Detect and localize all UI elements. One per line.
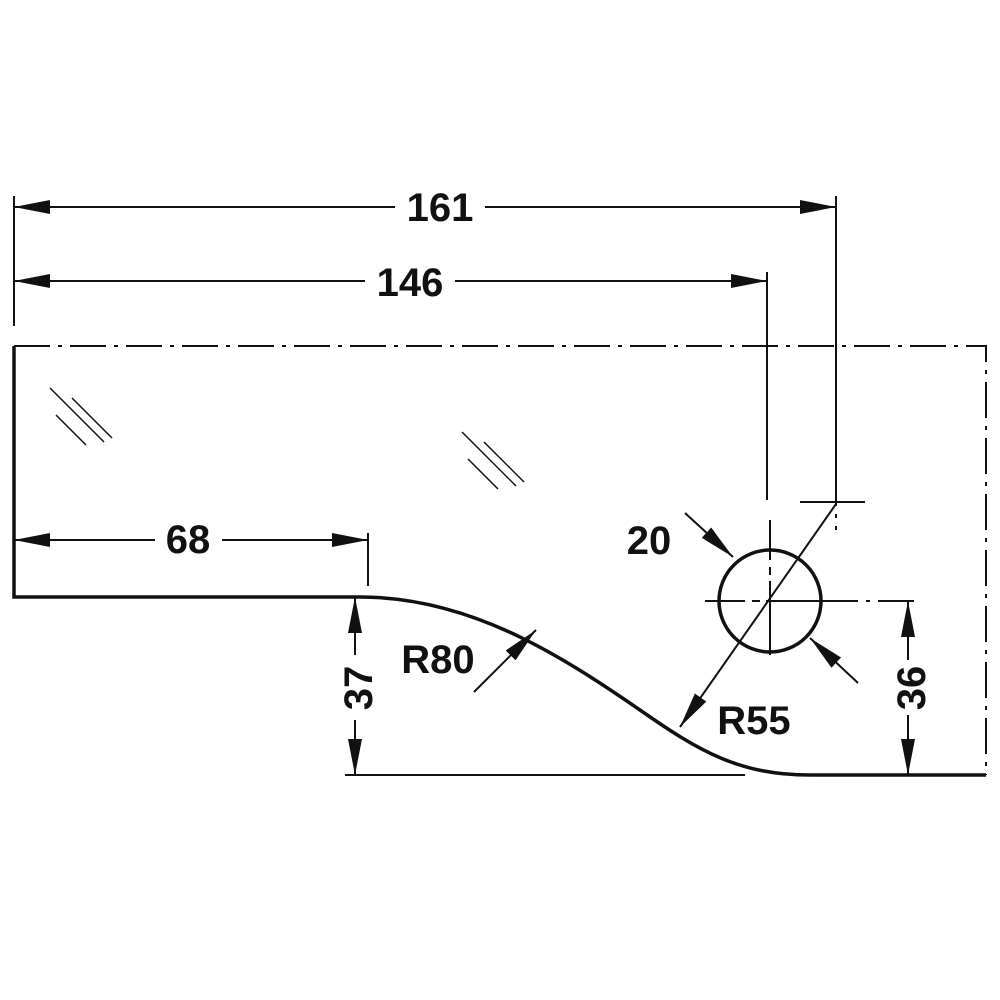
dim-straight-length: 68	[166, 518, 211, 562]
glass-symbol	[49, 387, 525, 490]
dim-line-r55	[679, 503, 837, 728]
extension-lines	[13, 196, 918, 776]
dim-drop-height: 37	[337, 666, 381, 711]
dim-overall-length: 161	[407, 186, 474, 230]
dim-line-20-left	[684, 512, 734, 558]
dim-small-radius: R55	[717, 699, 790, 743]
dim-line-20-right	[809, 637, 859, 684]
dim-hole-height: 36	[890, 666, 934, 711]
part-outline	[12, 345, 987, 777]
hole-centerlines	[705, 520, 820, 655]
dim-hole-center-length: 146	[377, 261, 444, 305]
dim-hole-diameter: 20	[627, 519, 672, 563]
dim-large-radius: R80	[401, 638, 474, 682]
dim-line-r80	[473, 629, 537, 693]
